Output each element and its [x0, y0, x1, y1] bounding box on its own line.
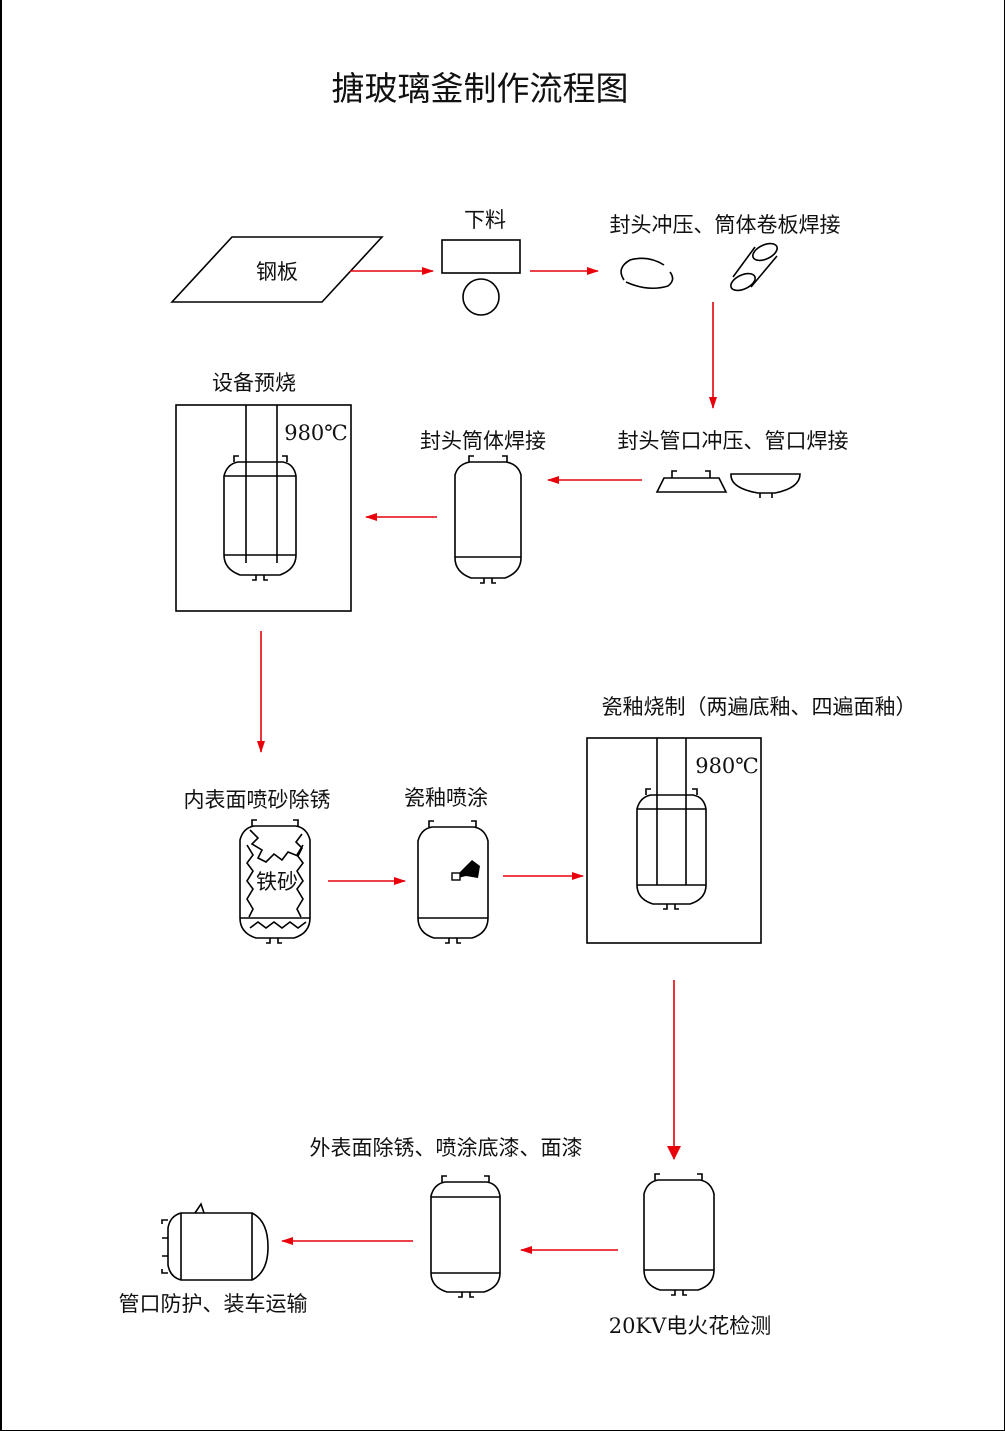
- spray-gun-icon: [451, 860, 480, 881]
- pre-firing-label: 设备预烧: [212, 371, 296, 395]
- spark-test-label: 20KV电火花检测: [609, 1314, 772, 1338]
- cutting-machine-shape: [441, 239, 521, 316]
- nozzle-stamp-weld-label: 封头管口冲压、管口焊接: [618, 429, 849, 453]
- head-and-rolled-shell-shape: [620, 242, 778, 292]
- enamel-spray-vessel-shape: [417, 820, 489, 944]
- pre-firing-temperature: 980℃: [284, 421, 348, 445]
- enamel-firing-temperature: 980℃: [695, 754, 759, 778]
- steel-plate-label: 钢板: [256, 260, 298, 284]
- sandblast-vessel-shape: [239, 819, 311, 944]
- welded-vessel-shape: [454, 455, 522, 584]
- diagram-title: 搪玻璃釜制作流程图: [332, 69, 629, 108]
- enamel-spray-label: 瓷釉喷涂: [404, 786, 488, 810]
- spark-test-vessel-shape: [643, 1173, 715, 1296]
- enamel-firing-furnace-shape: [586, 737, 762, 944]
- cutting-label: 下料: [464, 208, 506, 232]
- painted-vessel-shape: [430, 1175, 501, 1298]
- enamel-firing-label: 瓷釉烧制（两遍底釉、四遍面釉）: [602, 695, 917, 719]
- sandblast-media-label: 铁砂: [256, 870, 298, 894]
- sandblast-label: 内表面喷砂除锈: [184, 788, 331, 812]
- stamp-roll-weld-label: 封头冲压、筒体卷板焊接: [610, 213, 841, 237]
- protect-ship-label: 管口防护、装车运输: [119, 1292, 308, 1316]
- steel-plate-shape: [170, 236, 384, 303]
- heads-with-nozzles-shape: [655, 470, 801, 498]
- exterior-paint-label: 外表面除锈、喷涂底漆、面漆: [310, 1136, 583, 1160]
- pre-firing-furnace-shape: [175, 404, 352, 612]
- head-shell-weld-label: 封头筒体焊接: [420, 429, 546, 453]
- shipping-vessel-shape: [161, 1202, 269, 1281]
